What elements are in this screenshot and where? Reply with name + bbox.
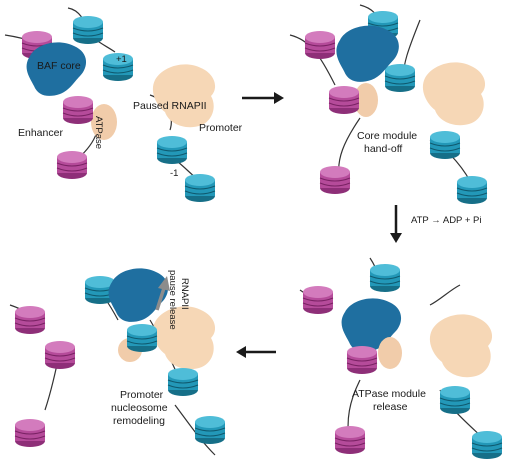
panel-1-initial-state: BAF core +1 ATPase Paused RNAPII Enhance… [4,7,243,203]
nucleosome-icon [471,430,503,460]
rnapii-shape [152,306,216,370]
nucleosome-icon [14,418,46,448]
pause-release-arrow-icon [155,276,170,311]
nucleosome-icon [346,345,378,375]
handoff-label: hand-off [364,143,402,155]
nucleosome-icon [304,30,336,60]
atpase-shape [354,83,378,117]
remodeling-line-label: remodeling [113,415,165,427]
nucleosome-icon [384,63,416,93]
atpase-module-label: ATPase module [352,388,426,400]
nucleosome-icon [429,130,461,160]
enhancer-label: Enhancer [18,127,63,139]
rnapii-label: RNAPII [179,278,190,310]
panel-4-promoter-remodeling: RNAPII pause release Promoter nucleosome… [9,268,226,456]
nucleosome-icon [319,165,351,195]
nucleosome-icon [439,385,471,415]
nucleosome-icon [369,263,401,293]
nucleosome-icon [334,425,366,455]
paused-rnapii-label: Paused RNAPII [133,100,207,112]
atpase-shape [378,337,402,369]
baf-core-label: BAF core [37,60,81,72]
panel-2-core-handoff: Core module hand-off [289,4,488,205]
nucleosome-icon [14,305,46,335]
nucleosome-icon [56,150,88,180]
nucleosome-icon [328,85,360,115]
atpase-shape [91,104,117,140]
rnapii-shape [429,314,493,378]
plus-one-label: +1 [116,54,127,65]
promoter-label: Promoter [199,122,243,134]
nucleosome-icon [184,173,216,203]
atp-reaction-label: ATP → ADP + Pi [411,215,482,226]
release-label: release [373,401,408,413]
rnapii-shape [422,62,486,126]
paused-rnapii-shape [152,64,216,128]
panel-3-atpase-release: ATPase module release [299,257,503,460]
arrow-down-icon [390,205,402,243]
nucleosome-icon [456,175,488,205]
arrow-left-icon [236,346,276,358]
nucleosome-icon [194,415,226,445]
core-module-label: Core module [357,130,417,142]
nucleosome-icon [72,15,104,45]
remodeled-nucleosome-icon [126,323,158,353]
promoter-line-label: Promoter [120,389,164,401]
minus-one-label: -1 [170,168,178,179]
pause-release-label: pause release [167,270,178,330]
minus-one-nucleosome-icon [156,135,188,165]
nucleosome-icon [44,340,76,370]
arrow-right-icon [242,92,284,104]
baf-core-shape [108,268,169,322]
nucleosome-icon [167,367,199,397]
nucleosome-line-label: nucleosome [111,402,168,414]
nucleosome-icon [62,95,94,125]
nucleosome-icon [302,285,334,315]
atpase-label: ATPase [93,116,104,149]
